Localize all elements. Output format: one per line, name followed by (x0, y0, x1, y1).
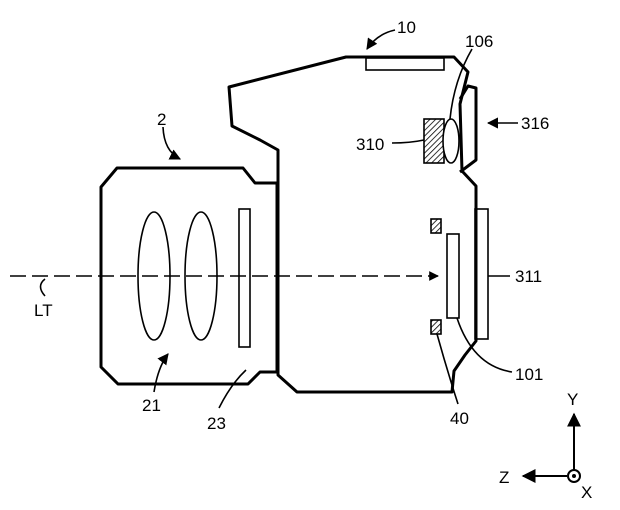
leader-lt (39, 278, 46, 297)
leader-10 (366, 29, 396, 50)
label-10: 10 (397, 18, 416, 37)
leader-106 (449, 48, 473, 120)
leader-21 (153, 353, 169, 393)
label-101: 101 (515, 365, 543, 384)
filter-plate (238, 208, 251, 348)
label-23: 23 (207, 414, 226, 433)
label-106: 106 (465, 32, 493, 51)
leader-101 (456, 317, 513, 373)
label-310: 310 (356, 135, 384, 154)
leader-2 (162, 126, 182, 160)
label-lt: LT (34, 301, 53, 320)
label-axis-y: Y (567, 390, 578, 409)
leader-40 (436, 333, 459, 405)
finder-prism-block (423, 118, 445, 164)
image-sensor (446, 233, 460, 319)
holder-top (430, 218, 442, 234)
top-module (365, 57, 445, 71)
label-21: 21 (142, 396, 161, 415)
label-axis-z: Z (499, 468, 509, 487)
label-311: 311 (515, 267, 542, 286)
label-40: 40 (450, 409, 469, 428)
leader-23 (218, 369, 247, 409)
rear-display (474, 208, 489, 340)
eyepiece-protrusion (458, 84, 478, 174)
lens-housing-outline (99, 166, 279, 386)
axis-x-dot (572, 474, 576, 478)
label-316: 316 (521, 114, 549, 133)
holder-bottom (430, 319, 442, 335)
leader-310 (391, 139, 425, 144)
label-2: 2 (157, 110, 166, 129)
finder-lens (442, 118, 460, 164)
label-axis-x: X (581, 483, 592, 502)
